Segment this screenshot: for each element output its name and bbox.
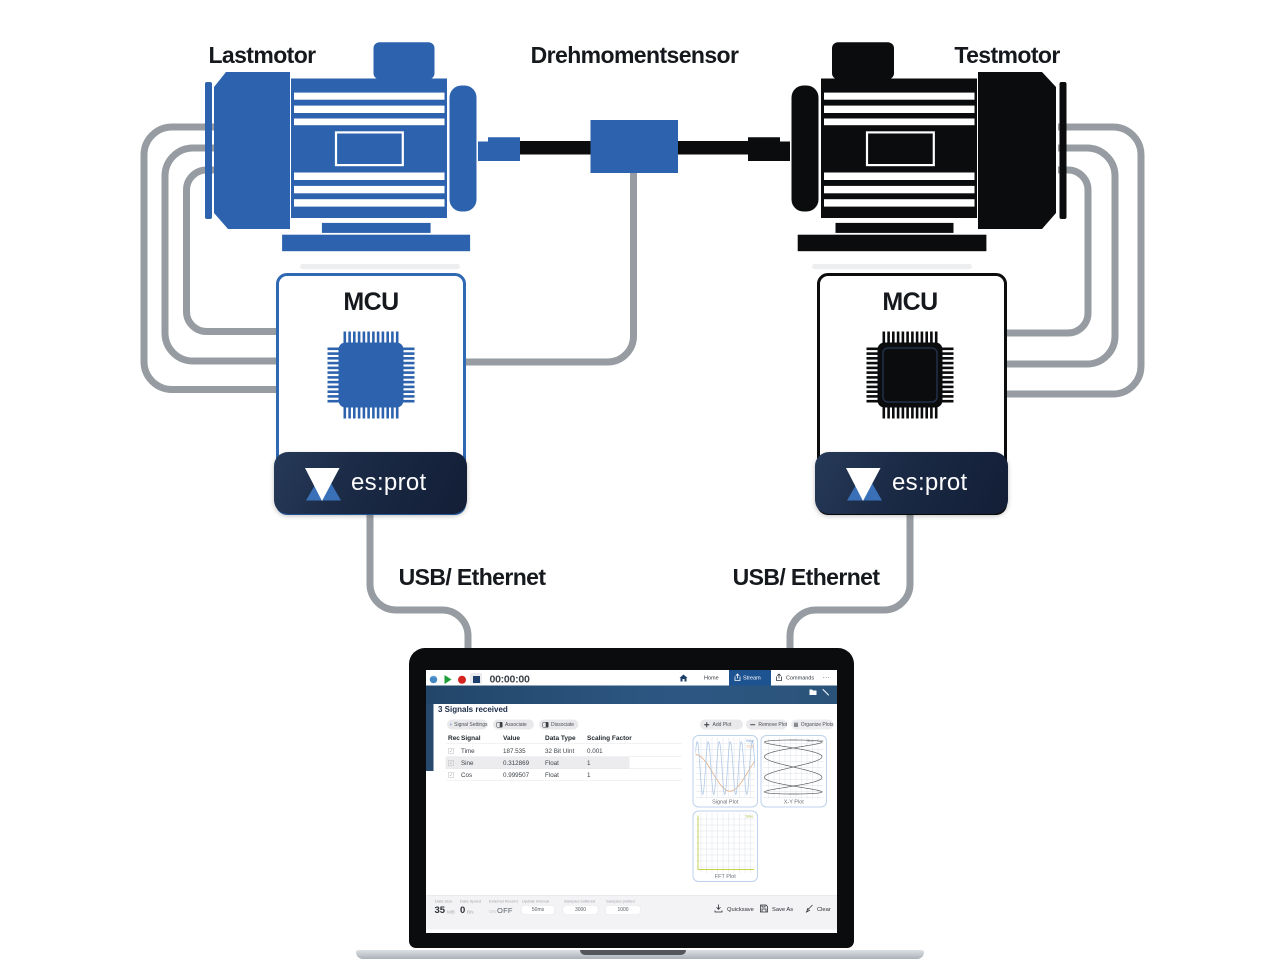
svg-text:Cos: Cos	[747, 744, 754, 749]
svg-text:Sine: Sine	[746, 738, 755, 743]
svg-text:Sine - Cos: Sine - Cos	[807, 739, 824, 743]
svg-text:Sine: Sine	[746, 814, 755, 819]
